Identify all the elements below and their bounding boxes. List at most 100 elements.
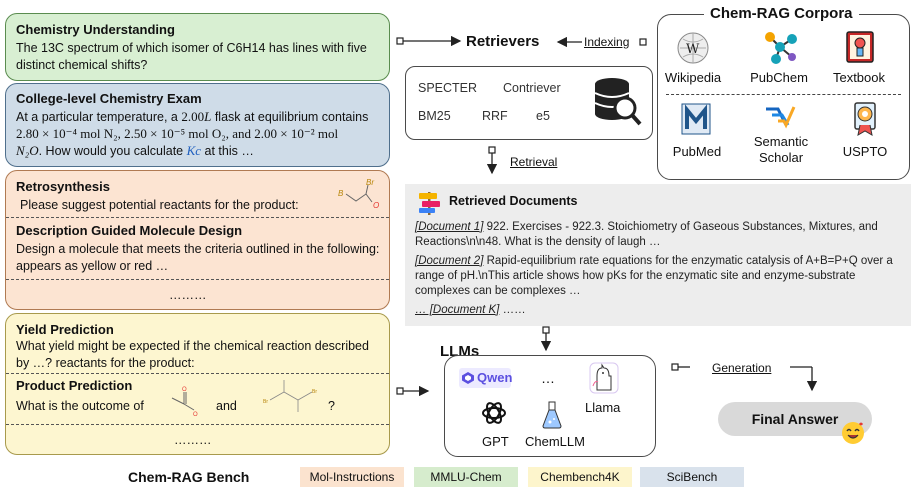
product-divider	[6, 373, 389, 374]
legend-chembench4k: Chembench4K	[528, 467, 632, 487]
retrieval-label: Retrieval	[510, 155, 558, 169]
database-search-icon	[594, 78, 642, 126]
college-exam-panel: College-level Chemistry Exam At a partic…	[5, 83, 390, 167]
svg-text:O: O	[193, 412, 198, 418]
uspto-icon	[854, 102, 876, 136]
college-exam-line2: 2.80 × 10⁻⁴ mol N₂, 2.50 × 10⁻⁵ mol O₂, …	[16, 126, 339, 141]
indexing-label: Indexing	[582, 35, 632, 49]
molecule-design-title: Description Guided Molecule Design	[16, 223, 243, 238]
svg-text:O: O	[182, 387, 187, 393]
product-prediction-title: Product Prediction	[16, 378, 133, 393]
legend-scibench: SciBench	[640, 467, 744, 487]
document-1-text: 922. Exercises - 922.3. Stoichiometry of…	[415, 221, 878, 248]
svg-text:O: O	[373, 201, 379, 210]
product-prediction-text-c: ?	[328, 399, 335, 413]
retriever-contriever: Contriever	[503, 81, 561, 95]
legend-mmlu-chem: MMLU-Chem	[414, 467, 518, 487]
retrievers-title: Retrievers	[466, 33, 540, 50]
molecule-design-divider	[6, 217, 389, 218]
uspto-label: USPTO	[842, 144, 888, 159]
corpora-box: W Wikipedia PubChem Textbook PubMed Sema…	[657, 14, 910, 180]
yield-prediction-text: What yield might be expected if the chem…	[16, 339, 369, 370]
retrosynthesis-title: Retrosynthesis	[16, 179, 110, 194]
molecule-design-divider-2	[6, 279, 389, 280]
product-prediction-text-a: What is the outcome of	[16, 399, 144, 413]
document-k-tail: ……	[499, 304, 526, 316]
wikipedia-icon: W	[677, 32, 709, 64]
college-exam-line3d: at this …	[201, 144, 254, 158]
retrievers-box: SPECTER Contriever BM25 RRF e5	[405, 66, 653, 140]
retriever-bm25: BM25	[418, 109, 451, 123]
college-exam-line3: N₂O. How would you calculate Kc at this …	[16, 142, 254, 160]
llama-icon	[589, 362, 619, 394]
semantic-scholar-label: Semantic Scholar	[753, 134, 809, 165]
college-exam-line1: At a particular temperature, a 2.00L fla…	[16, 108, 368, 126]
document-k: … [Document K] ……	[415, 303, 905, 318]
signpost-icon	[419, 192, 440, 215]
yield-prediction-title: Yield Prediction	[16, 322, 114, 337]
retriever-e5: e5	[536, 109, 550, 123]
college-exam-kc: Kc	[186, 143, 202, 158]
chemistry-understanding-title: Chemistry Understanding	[16, 22, 175, 37]
retrieved-documents-title: Retrieved Documents	[449, 194, 578, 208]
llms-box: Qwen … Llama GPT ChemLLM	[444, 355, 656, 457]
retrieved-documents-box: Retrieved Documents [Document 1] 922. Ex…	[405, 184, 911, 326]
chemllm-label: ChemLLM	[525, 434, 585, 449]
chemistry-understanding-panel: Chemistry Understanding The 13C spectrum…	[5, 13, 390, 81]
product-divider-2	[6, 424, 389, 425]
document-1-ref[interactable]: [Document 1]	[415, 221, 484, 233]
pubmed-label: PubMed	[672, 144, 722, 159]
gpt-label: GPT	[482, 434, 509, 449]
pubchem-label: PubChem	[750, 70, 808, 85]
textbook-label: Textbook	[832, 70, 886, 85]
gpt-icon	[482, 402, 506, 424]
legend-mol-instructions: Mol-Instructions	[300, 467, 404, 487]
qwen-logo: Qwen	[459, 368, 513, 388]
corpora-divider	[666, 94, 901, 95]
llm-ellipsis: …	[541, 370, 555, 386]
reactant-molecule-2-image: Br Br	[263, 380, 317, 412]
chembench-panel: Yield Prediction What yield might be exp…	[5, 313, 390, 455]
college-exam-line1d: flask at equilibrium contains	[211, 110, 369, 124]
retriever-specter: SPECTER	[418, 81, 478, 95]
reactant-molecule-1-image: O O	[171, 387, 198, 418]
generation-label: Generation	[712, 361, 772, 375]
chemllm-flask-icon	[542, 401, 562, 429]
college-exam-unit: L	[204, 109, 212, 124]
chemistry-understanding-text: The 13C spectrum of which isomer of C6H1…	[16, 41, 367, 72]
college-exam-n2o: N₂O	[16, 143, 39, 158]
college-exam-volume: 2.00	[181, 109, 205, 124]
llama-label: Llama	[585, 400, 621, 415]
final-answer-label: Final Answer	[751, 411, 839, 427]
document-2-text: Rapid-equilibrium rate equations for the…	[415, 255, 893, 297]
svg-text:W: W	[686, 42, 700, 57]
molecule-design-text: Design a molecule that meets the criteri…	[16, 242, 380, 273]
bench-title: Chem-RAG Bench	[128, 469, 250, 485]
product-ellipsis: ………	[174, 433, 212, 447]
pubmed-icon	[681, 103, 711, 135]
college-exam-title: College-level Chemistry Exam	[16, 91, 202, 106]
textbook-icon	[846, 31, 874, 63]
document-2-ref[interactable]: [Document 2]	[415, 255, 484, 267]
wikipedia-label: Wikipedia	[664, 70, 722, 85]
qwen-icon	[462, 372, 474, 384]
svg-text:Br: Br	[312, 389, 317, 395]
product-prediction-text-b: and	[216, 399, 237, 413]
mol-instructions-panel: Retrosynthesis Please suggest potential …	[5, 170, 390, 310]
college-exam-line1a: At a particular temperature, a	[16, 110, 182, 124]
corpora-title: Chem-RAG Corpora	[704, 5, 859, 22]
pubchem-icon	[765, 32, 797, 64]
qwen-label: Qwen	[477, 370, 513, 385]
retrosynthesis-molecule-image: B Br O	[338, 178, 379, 210]
retriever-rrf: RRF	[482, 109, 508, 123]
semantic-scholar-icon	[766, 106, 796, 129]
retrosynthesis-text: Please suggest potential reactants for t…	[20, 198, 299, 212]
college-exam-line3b: . How would you calculate	[38, 144, 187, 158]
molecule-design-ellipsis: ………	[169, 288, 207, 302]
svg-text:B: B	[338, 189, 344, 198]
document-2: [Document 2] Rapid-equilibrium rate equa…	[415, 254, 905, 299]
svg-text:Br: Br	[366, 178, 374, 187]
document-k-ref[interactable]: … [Document K]	[415, 304, 500, 316]
svg-text:Br: Br	[263, 399, 268, 405]
document-1: [Document 1] 922. Exercises - 922.3. Sto…	[415, 220, 905, 250]
